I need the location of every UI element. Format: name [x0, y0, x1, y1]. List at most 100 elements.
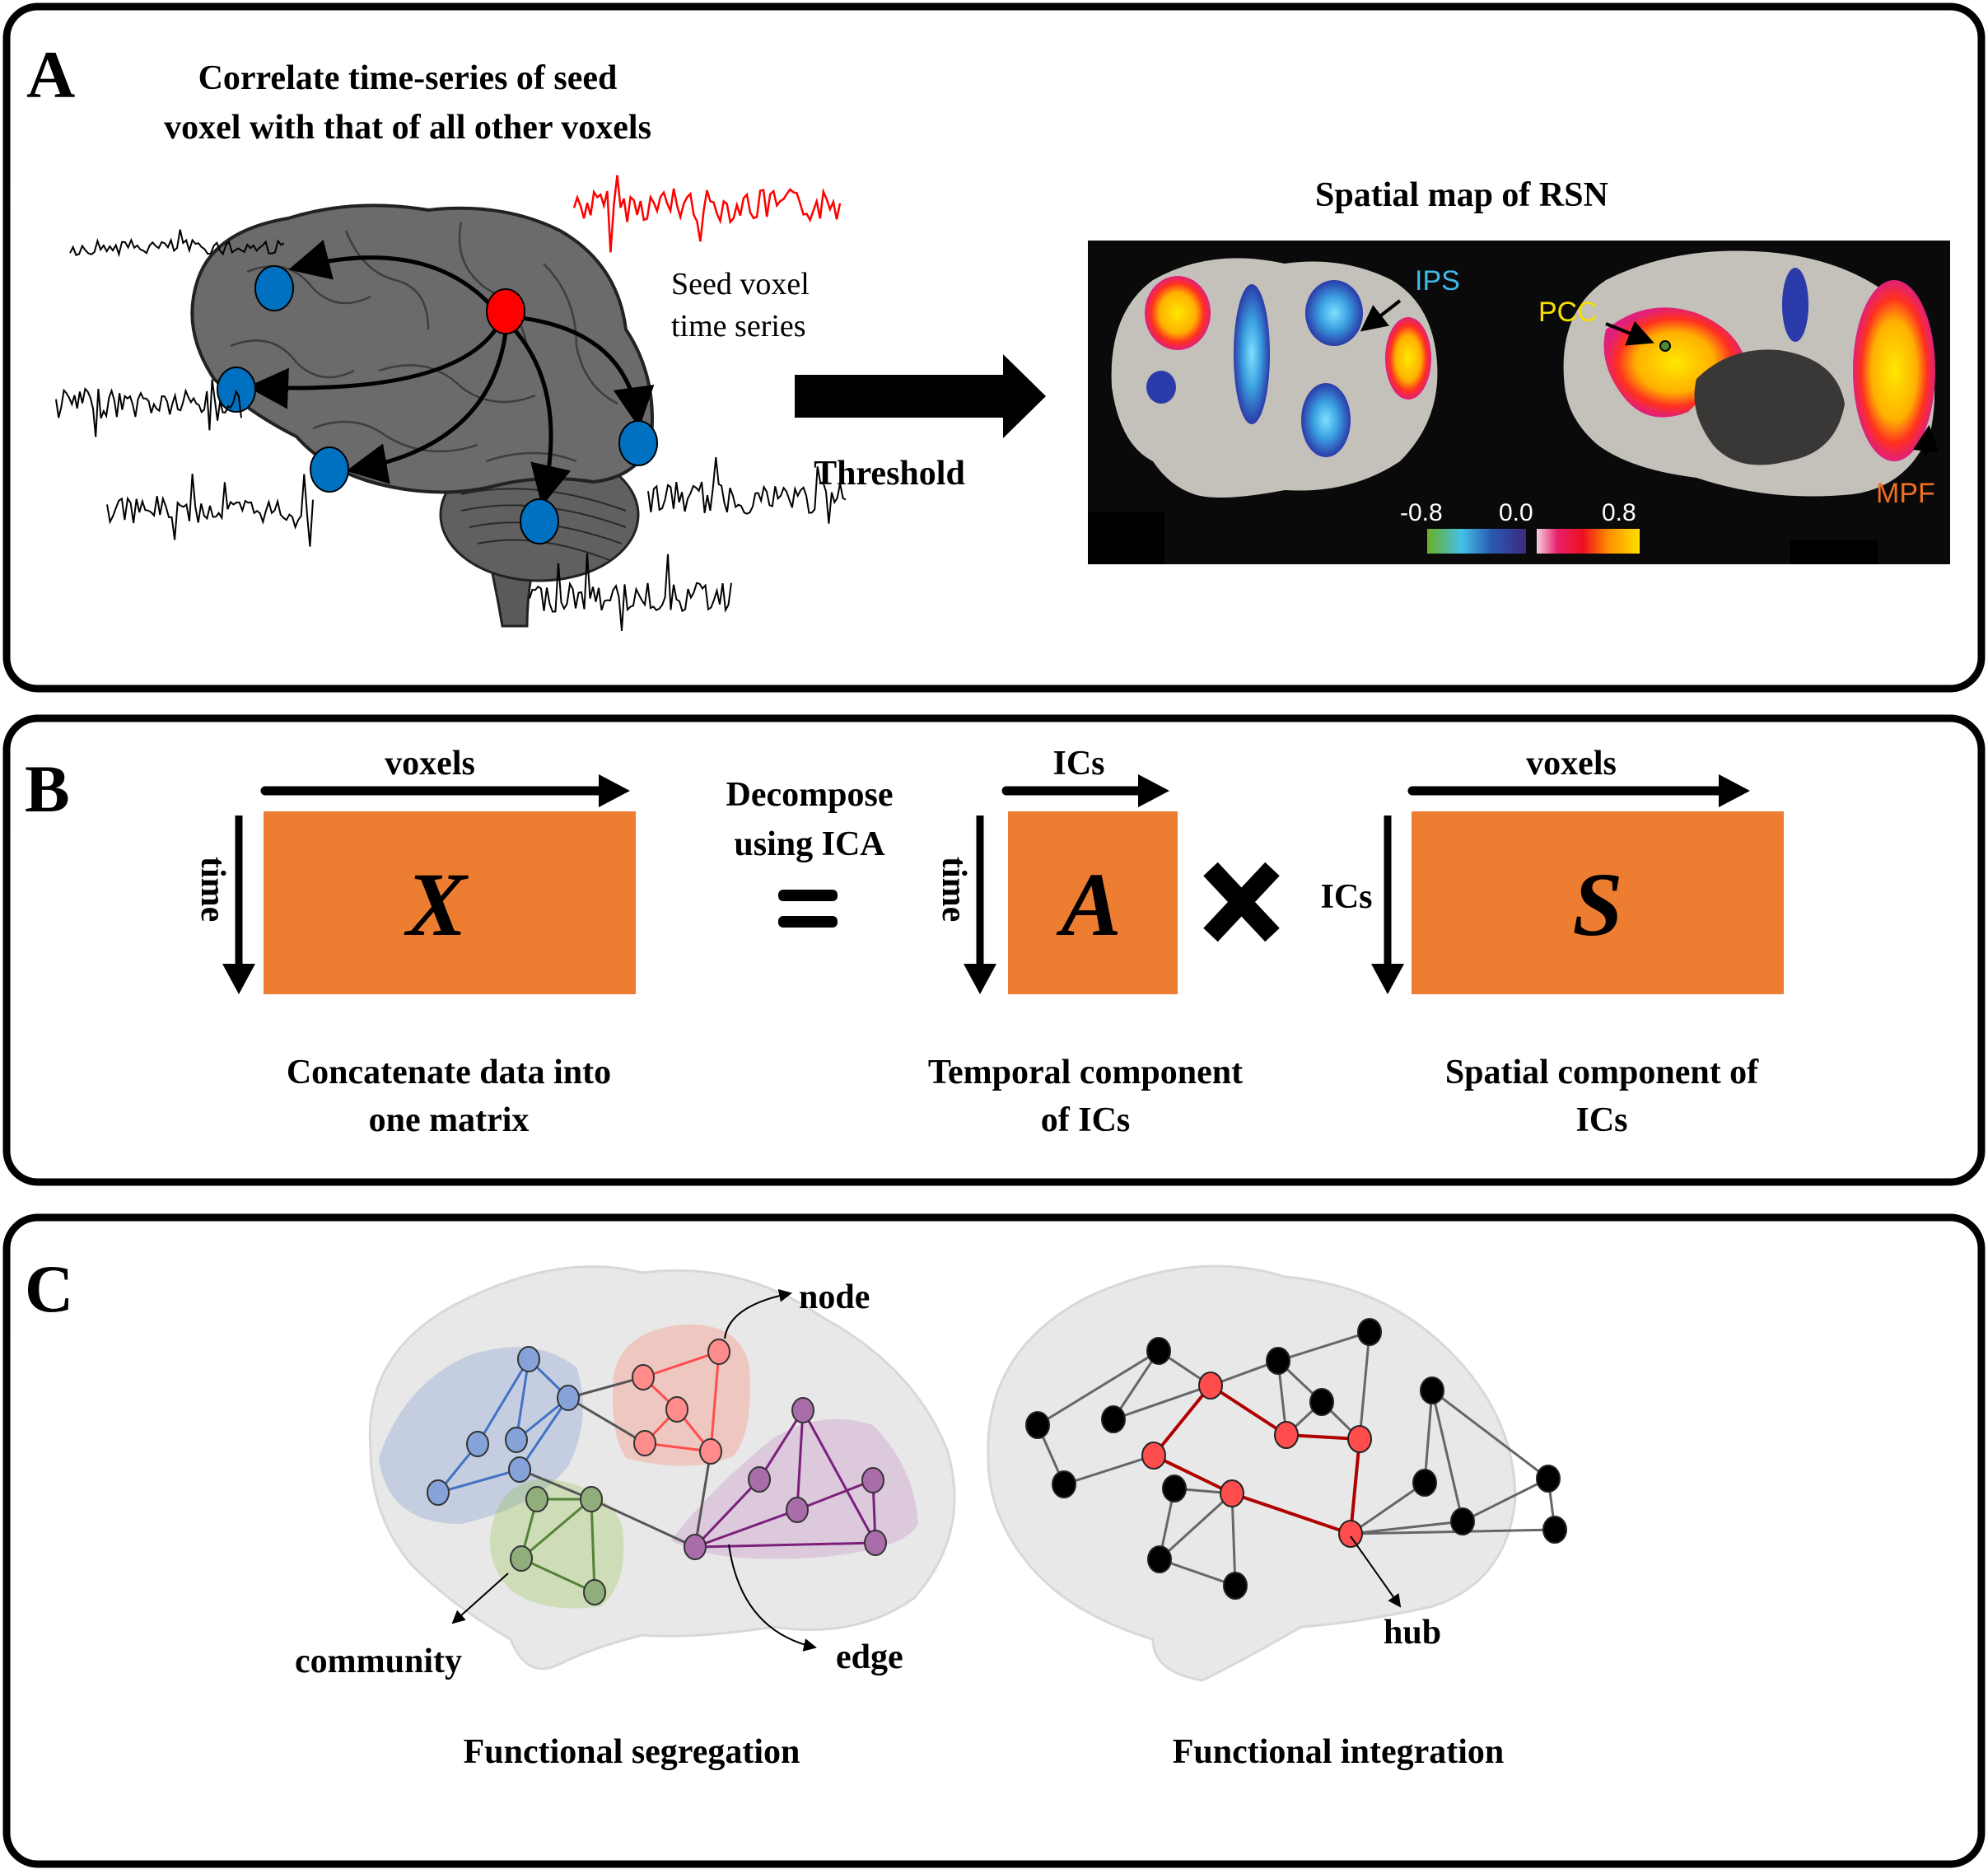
integration-network: hub — [987, 1264, 1567, 1682]
segregation-edge-blue — [515, 1358, 530, 1441]
segregation-edge-blue — [476, 1358, 530, 1445]
matrix-x-group: voxels time X Concatenate data into one … — [194, 745, 636, 1139]
segregation-edge-purple — [758, 1409, 805, 1480]
matrix-a — [1008, 811, 1178, 994]
segregation-edge-gray — [567, 1396, 646, 1445]
node-label: node — [799, 1278, 870, 1316]
mask-box-right — [1790, 540, 1878, 564]
voxel-3 — [310, 446, 349, 493]
segregation-edge-red — [642, 1350, 720, 1379]
segregation-edge-gray — [567, 1376, 644, 1400]
segregation-edge-red — [709, 1351, 721, 1452]
matrix-a-caption-line2: of ICs — [1041, 1101, 1131, 1139]
segregation-edge-purple — [693, 1478, 761, 1549]
integration-node — [1223, 1572, 1248, 1600]
matrix-a-side-axis-label: time — [935, 857, 973, 922]
integration-node — [1542, 1516, 1567, 1544]
voxel-4-time-series — [647, 456, 847, 524]
panel-a-title-line2: voxel with that of all other voxels — [164, 109, 651, 147]
operation-line2: using ICA — [734, 825, 885, 863]
lateral-negative-3 — [1301, 383, 1351, 457]
integration-edge — [1277, 1330, 1370, 1362]
segregation-edge-purple — [801, 1409, 877, 1544]
panel-b: B voxels time X Concatenate data into on… — [2, 714, 1986, 1186]
integration-edge — [1230, 1493, 1237, 1587]
segregation-node-red — [665, 1396, 688, 1423]
spatial-map-title: Spatial map of RSN — [1315, 176, 1608, 214]
segregation-node-purple — [786, 1497, 809, 1523]
integration-edge — [1063, 1454, 1155, 1486]
integration-node — [1162, 1474, 1187, 1502]
community-red — [613, 1324, 750, 1466]
operation-line1: Decompose — [726, 776, 894, 814]
segregation-edge-gray — [693, 1451, 712, 1548]
matrix-s-top-arrowhead — [1719, 774, 1750, 807]
integration-brain-outline — [987, 1264, 1517, 1682]
mpf-arrow — [1912, 425, 1939, 458]
matrix-a-group: ICs time A Temporal component of ICs — [928, 745, 1243, 1139]
integration-nodes — [1025, 1318, 1567, 1600]
medial-negative — [1782, 268, 1808, 342]
lateral-negative-2 — [1305, 280, 1363, 346]
matrix-s-top-axis-label: voxels — [1526, 745, 1617, 783]
matrix-a-top-axis-label: ICs — [1052, 745, 1104, 783]
voxel-1 — [254, 265, 294, 311]
seed-time-series — [572, 175, 842, 253]
edge-pointer — [728, 1544, 817, 1652]
matrix-a-symbol: A — [1056, 854, 1121, 955]
segregation-edge-gray — [590, 1498, 696, 1549]
integration-hub-edge — [1209, 1384, 1288, 1437]
colorbar-min-label: -0.8 — [1400, 499, 1443, 526]
segregation-node-green — [525, 1486, 548, 1512]
voxel-2-time-series — [55, 379, 242, 437]
segregation-node-blue — [466, 1431, 489, 1457]
time-series — [55, 175, 847, 631]
integration-hub-edge — [1153, 1454, 1233, 1495]
voxel-3-time-series — [106, 474, 314, 547]
matrix-x-side-axis-label: time — [194, 857, 231, 922]
segregation-nodes — [427, 1339, 887, 1605]
segregation-edge-blue — [518, 1397, 570, 1470]
seed-label-line1: Seed voxel — [671, 267, 810, 301]
integration-node — [1147, 1545, 1172, 1573]
integration-edge — [1462, 1477, 1549, 1523]
segregation-node-red — [632, 1364, 655, 1390]
matrix-s-caption-line1: Spatial component of — [1445, 1054, 1759, 1091]
segregation-node-blue — [427, 1479, 450, 1506]
seed-voxel — [486, 288, 525, 334]
matrix-s-side-axis-label: ICs — [1320, 878, 1372, 916]
parietal-activation — [1385, 317, 1431, 400]
matrix-x-symbol: X — [404, 854, 469, 955]
segregation-node-purple — [791, 1397, 814, 1423]
segregation-edge-green — [520, 1557, 595, 1594]
arrow-to-voxel-4 — [514, 315, 655, 428]
segregation-edge-purple — [694, 1508, 798, 1549]
integration-edge — [1358, 1331, 1371, 1440]
segregation-edge-purple — [796, 1479, 874, 1512]
arrow-to-voxel-5 — [509, 324, 572, 507]
integration-edge — [1350, 1520, 1463, 1535]
integration-edge — [1113, 1384, 1211, 1421]
multiply-sign — [1203, 862, 1280, 942]
hub-pointer — [1350, 1535, 1402, 1608]
matrix-x-caption-line1: Concatenate data into — [287, 1054, 611, 1091]
integration-hub-node — [1347, 1425, 1372, 1453]
integration-node — [1450, 1507, 1475, 1535]
colorbar-max-label: 0.8 — [1602, 499, 1636, 526]
corpus-callosum — [1694, 349, 1845, 465]
matrix-s-group: voxels ICs S Spatial component of ICs — [1320, 745, 1784, 1139]
mpf-activation — [1853, 280, 1935, 461]
hub-label: hub — [1384, 1614, 1441, 1652]
matrix-x-top-arrowhead — [599, 774, 630, 807]
segregation-edge-green — [520, 1498, 592, 1560]
edge-label: edge — [836, 1638, 903, 1676]
integration-node — [1412, 1469, 1437, 1497]
matrix-a-side-arrowhead — [964, 964, 996, 994]
voxel-1-time-series — [69, 229, 285, 258]
segregation-edge-green — [590, 1498, 596, 1593]
segregation-node-red — [633, 1430, 656, 1456]
panel-c-letter: C — [25, 1251, 73, 1326]
integration-node — [1536, 1465, 1561, 1493]
segregation-node-blue — [517, 1346, 540, 1372]
arrow-to-voxel-1 — [288, 240, 496, 311]
